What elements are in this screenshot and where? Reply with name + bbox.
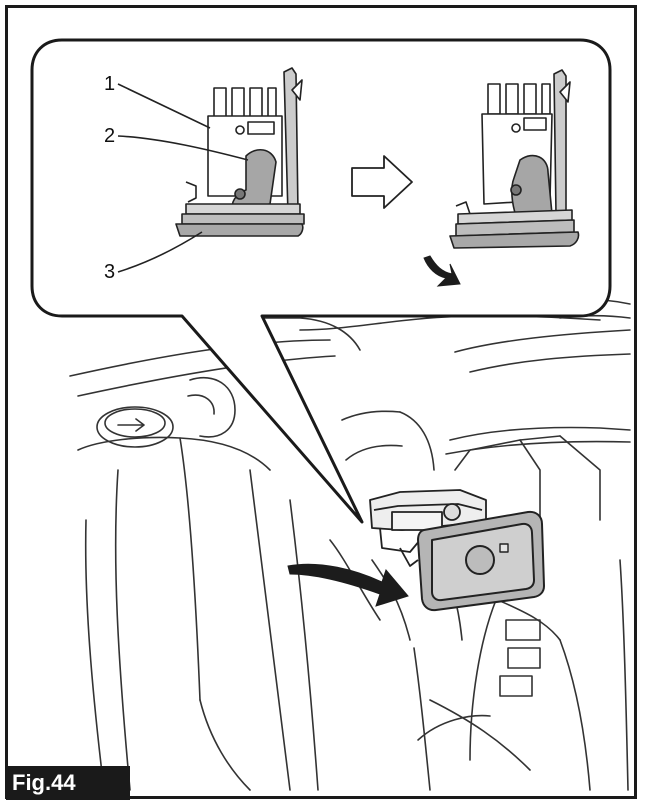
pull-arrow	[287, 563, 409, 607]
switch-panel	[417, 510, 545, 612]
clip-locked	[175, 67, 305, 237]
callout-number-1: 1	[104, 73, 116, 95]
clip-released	[449, 69, 580, 249]
dashboard-drawing	[69, 297, 631, 791]
callout-number-2: 2	[104, 125, 116, 147]
release-arrow	[423, 255, 461, 287]
leader-lines	[117, 83, 249, 273]
switch-housing	[369, 489, 487, 567]
direction-arrow	[351, 155, 413, 209]
figure-label: Fig.44	[6, 766, 130, 800]
callout-bubble	[30, 38, 612, 524]
callout-number-3: 3	[104, 261, 116, 283]
